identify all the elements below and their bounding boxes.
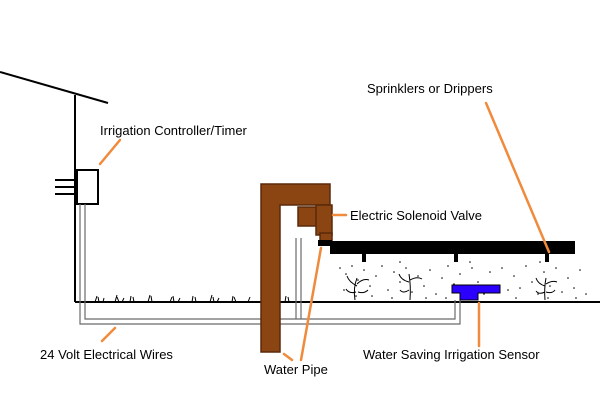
label-sprinklers: Sprinklers or Drippers: [367, 81, 493, 96]
label-wires: 24 Volt Electrical Wires: [40, 347, 173, 362]
leader-controller: [98, 138, 122, 166]
leader-sprinklers: [484, 101, 551, 254]
plants: [345, 273, 558, 301]
sprinkler-heads: [362, 254, 549, 262]
water-pipe: [260, 183, 331, 353]
label-sensor: Water Saving Irrigation Sensor: [363, 347, 540, 362]
spray-area: [339, 261, 587, 299]
controller-plug: [55, 179, 75, 195]
roof-line: [0, 71, 109, 104]
label-solenoid: Electric Solenoid Valve: [350, 208, 482, 223]
grass: [94, 294, 290, 303]
leader-wires: [100, 326, 117, 343]
controller-box: [76, 169, 99, 205]
solenoid-valve: [297, 204, 333, 246]
distribution-pipe: [330, 241, 575, 254]
irrigation-sensor: [451, 284, 501, 301]
leader-valve-to-pipe: [299, 246, 323, 362]
leader-water-pipe: [282, 352, 294, 362]
leader-lines: [98, 101, 551, 362]
label-water-pipe: Water Pipe: [264, 362, 328, 377]
label-controller: Irrigation Controller/Timer: [100, 123, 247, 138]
